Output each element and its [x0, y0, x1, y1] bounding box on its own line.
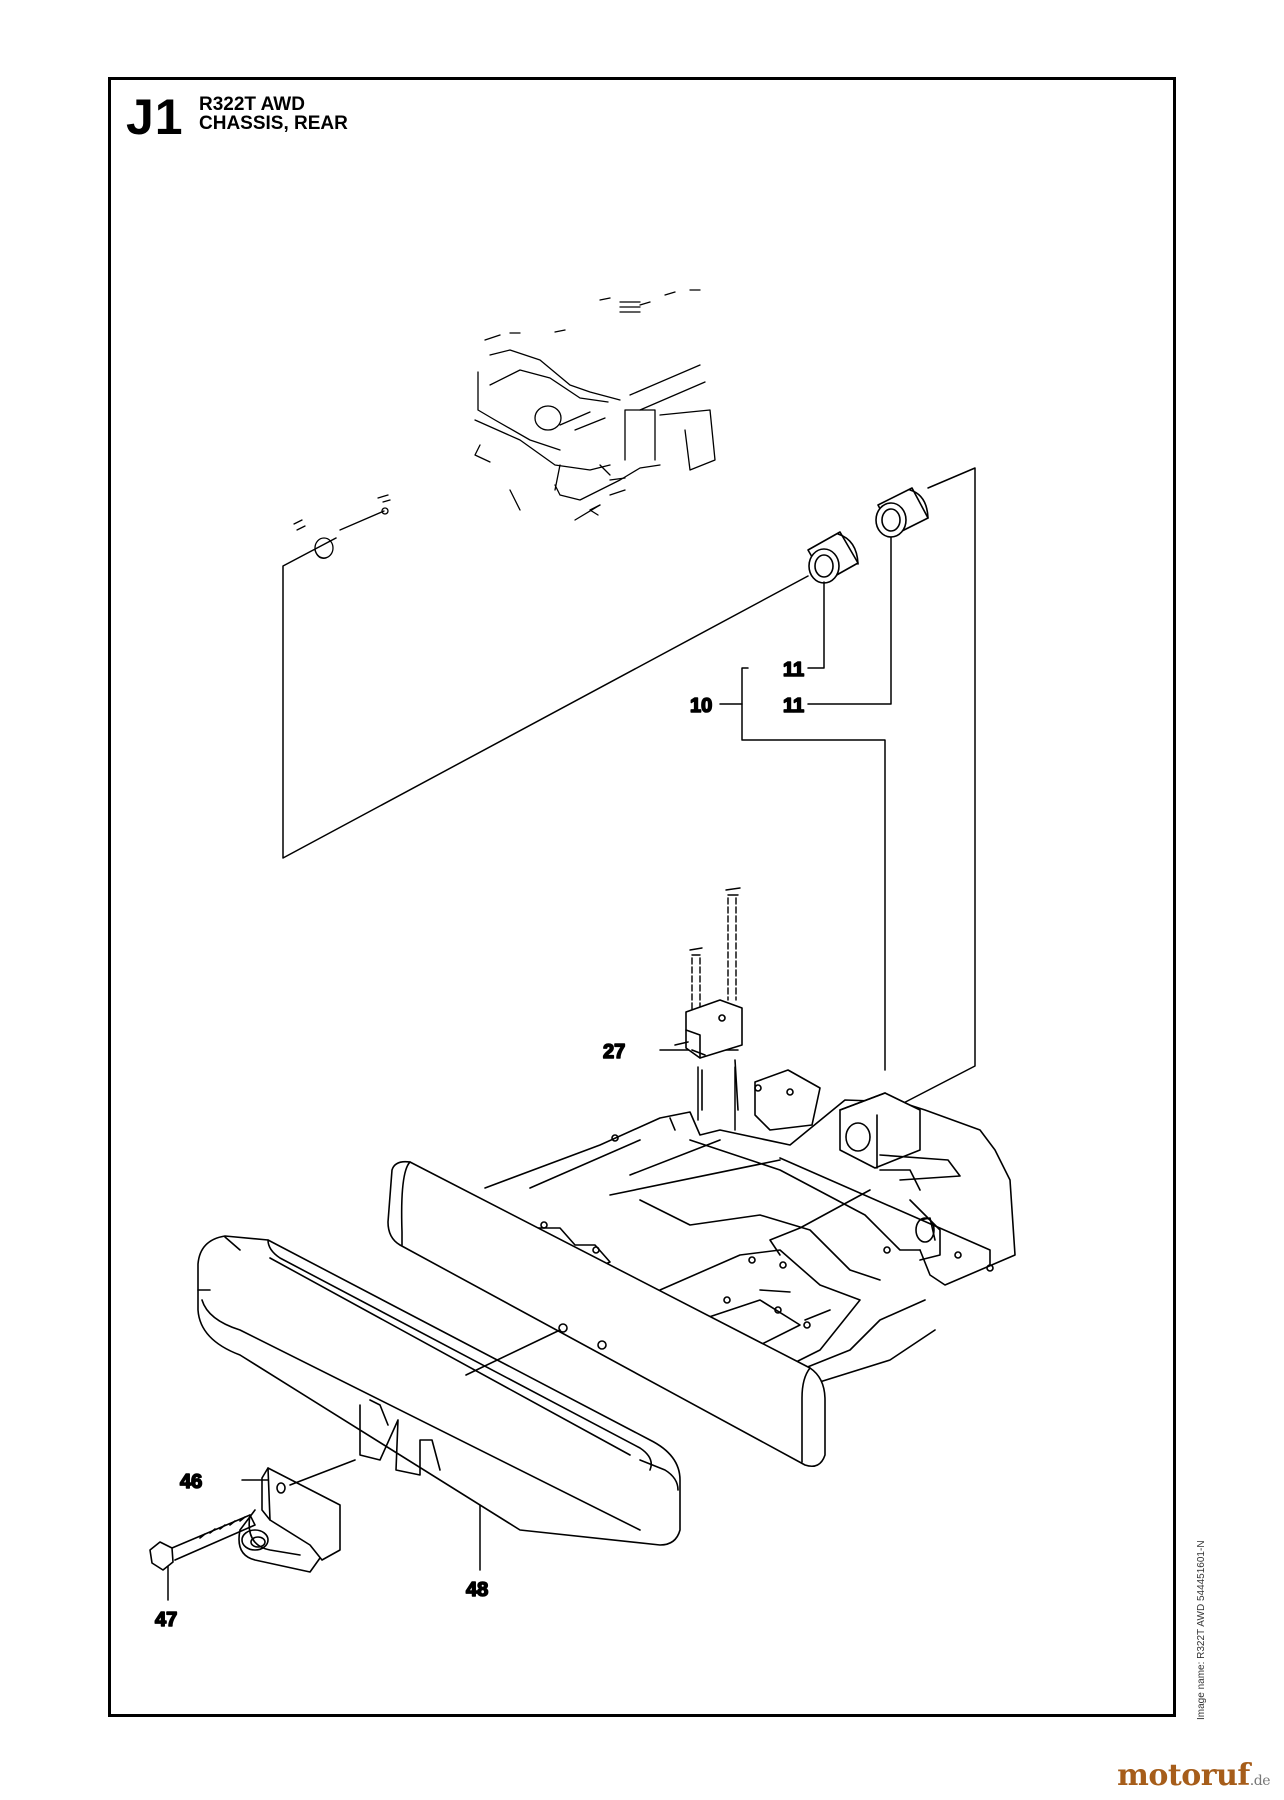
watermark-brand: motoruf: [1117, 1758, 1250, 1793]
rear-bumper-inner: [387, 1160, 826, 1468]
callout-48: 48: [466, 1579, 488, 1601]
callout-47: 47: [155, 1609, 177, 1631]
tow-bracket-part-46: [238, 1459, 356, 1573]
bushing-part-11b: [875, 487, 929, 538]
leader-lines: [167, 467, 976, 1601]
diagram-frame: [108, 77, 1176, 1717]
section-code: J1: [126, 89, 184, 145]
callout-10: 10: [690, 695, 712, 717]
image-name-caption: Image name: R322T AWD 544451601-N: [1196, 1540, 1207, 1720]
callout-11-upper: 11: [783, 659, 804, 681]
bracket-part-27: [674, 999, 743, 1059]
watermark-logo: motoruf.de: [1117, 1758, 1270, 1793]
watermark-tld: .de: [1249, 1773, 1271, 1789]
rear-bumper-part-48: [197, 1235, 681, 1546]
model-name: R322T AWD: [199, 94, 305, 115]
diagram-title: CHASSIS, REAR: [199, 113, 348, 134]
bushing-part-11a: [807, 531, 859, 584]
washer-and-bolt-top-left: [293, 494, 391, 559]
callout-46: 46: [180, 1471, 202, 1493]
callout-11-lower: 11: [783, 695, 804, 717]
bolt-part-47: [149, 1514, 256, 1571]
upper-chassis-reference: [474, 289, 716, 521]
callout-27: 27: [603, 1041, 625, 1063]
